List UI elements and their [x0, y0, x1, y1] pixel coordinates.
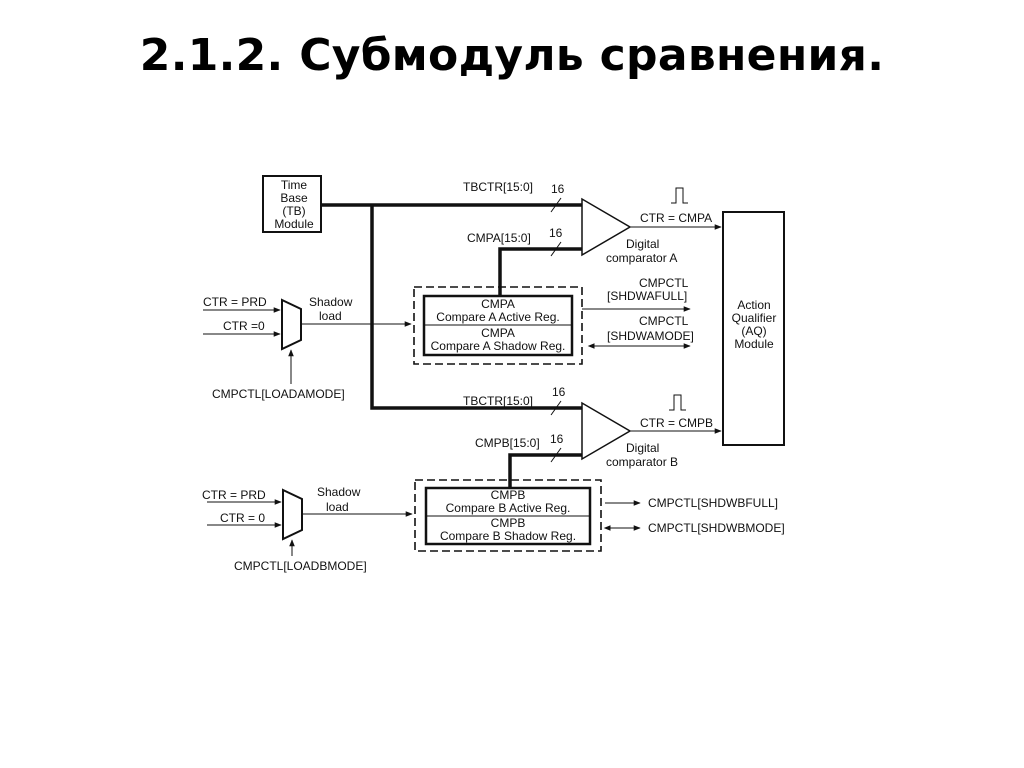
bus-width-label: 16: [552, 385, 566, 399]
mux-b-input-prd: CTR = PRD: [202, 488, 266, 502]
svg-text:(AQ): (AQ): [741, 324, 766, 338]
comparator-b: Digital comparator B: [581, 401, 678, 469]
shadow-load-b-label: Shadow: [317, 485, 361, 499]
ctr-eq-cmpa-label: CTR = CMPA: [640, 211, 712, 225]
svg-text:comparator B: comparator B: [606, 455, 678, 469]
svg-text:Compare A Shadow Reg.: Compare A Shadow Reg.: [431, 339, 566, 353]
shadow-load-mux-a: [203, 298, 412, 384]
bus-width-marks: [550, 197, 562, 463]
svg-text:load: load: [319, 309, 342, 323]
tbctr-a-label: TBCTR[15:0]: [463, 180, 533, 194]
svg-text:Action: Action: [737, 298, 770, 312]
pulse-icon: [671, 187, 688, 204]
shdwbfull-label: CMPCTL[SHDWBFULL]: [648, 496, 778, 510]
tbctr-bus: [321, 203, 582, 410]
svg-text:[SHDWAFULL]: [SHDWAFULL]: [607, 289, 687, 303]
svg-text:Qualifier: Qualifier: [732, 311, 777, 325]
bus-width-label: 16: [550, 432, 564, 446]
action-qualifier-module: Action Qualifier (AQ) Module: [722, 211, 785, 446]
shdwamode-label: CMPCTL: [639, 314, 689, 328]
svg-text:Time: Time: [281, 178, 308, 192]
svg-text:(TB): (TB): [282, 204, 305, 218]
tbctr-b-label: TBCTR[15:0]: [463, 394, 533, 408]
cmpa-bus-label: CMPA[15:0]: [467, 231, 531, 245]
svg-text:[SHDWAMODE]: [SHDWAMODE]: [607, 329, 694, 343]
bus-width-label: 16: [551, 182, 565, 196]
svg-text:Module: Module: [274, 217, 314, 231]
shadow-load-a-label: Shadow: [309, 295, 353, 309]
cmpb-active-reg-label: CMPB: [491, 488, 526, 502]
cmpa-bus: [498, 247, 582, 296]
cmpa-register-block: CMPA Compare A Active Reg. CMPA Compare …: [413, 286, 583, 365]
mux-a-input-prd: CTR = PRD: [203, 295, 267, 309]
cmpb-bus-label: CMPB[15:0]: [475, 436, 540, 450]
cmpb-bus: [508, 453, 582, 488]
shdwafull-label: CMPCTL: [639, 276, 689, 290]
mux-b-input-zero: CTR = 0: [220, 511, 265, 525]
svg-text:Base: Base: [280, 191, 308, 205]
loadamode-label: CMPCTL[LOADAMODE]: [212, 387, 345, 401]
cmpa-active-reg-label: CMPA: [481, 297, 515, 311]
svg-text:Compare B Active Reg.: Compare B Active Reg.: [446, 501, 571, 515]
svg-text:comparator A: comparator A: [606, 251, 677, 265]
svg-text:Digital: Digital: [626, 441, 659, 455]
svg-text:Module: Module: [734, 337, 774, 351]
cmpb-shadow-reg-label: CMPB: [491, 516, 526, 530]
loadbmode-label: CMPCTL[LOADBMODE]: [234, 559, 367, 573]
slide-title: 2.1.2. Субмодуль сравнения.: [139, 30, 885, 81]
svg-text:Digital: Digital: [626, 237, 659, 251]
bus-width-label: 16: [549, 226, 563, 240]
pulse-icon: [669, 394, 686, 411]
shdwbmode-label: CMPCTL[SHDWBMODE]: [648, 521, 785, 535]
mux-a-input-zero: CTR =0: [223, 319, 265, 333]
time-base-module: Time Base (TB) Module: [262, 175, 322, 233]
cmpa-shadow-reg-label: CMPA: [481, 326, 515, 340]
shadow-load-mux-b: [207, 488, 413, 556]
cmpb-register-block: CMPB Compare B Active Reg. CMPB Compare …: [414, 479, 602, 552]
svg-text:Compare A Active Reg.: Compare A Active Reg.: [436, 310, 559, 324]
svg-text:Compare B Shadow Reg.: Compare B Shadow Reg.: [440, 529, 576, 543]
svg-text:load: load: [326, 500, 349, 514]
comparator-a: Digital comparator A: [581, 197, 677, 265]
ctr-eq-cmpb-label: CTR = CMPB: [640, 416, 713, 430]
